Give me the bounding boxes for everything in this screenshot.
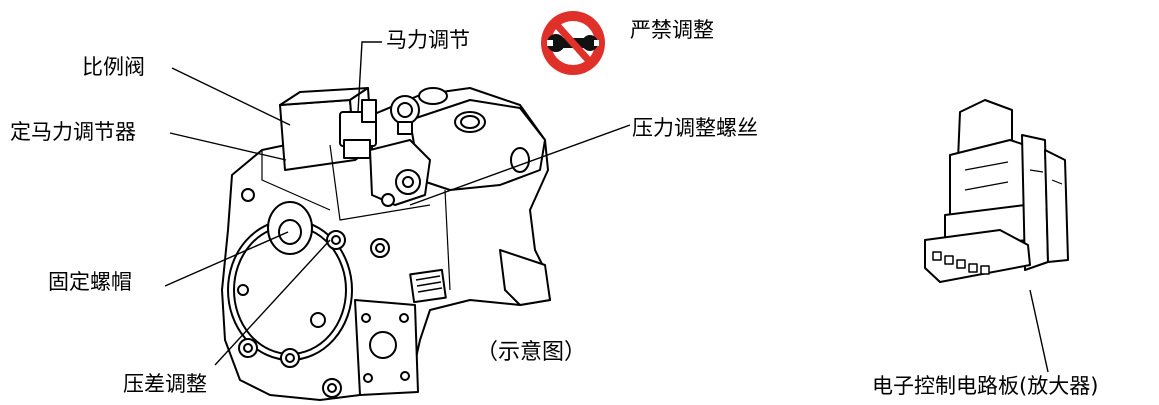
- label-forbidden-adjust: 严禁调整: [630, 18, 714, 42]
- leader-pressure-adjust-screw: [409, 124, 631, 206]
- label-horsepower-adjust: 马力调节: [386, 28, 470, 52]
- label-fixing-nut: 固定螺帽: [48, 270, 132, 294]
- no-wrench-prohibition-icon: [541, 11, 605, 75]
- electronic-board-drawing: [924, 99, 1069, 283]
- label-schematic-note: （示意图）: [476, 340, 587, 365]
- label-differential-pressure-adjust: 压差调整: [123, 372, 207, 396]
- leader-electronic-board: [1029, 289, 1049, 373]
- label-pressure-adjust-screw: 压力调整螺丝: [632, 116, 758, 140]
- pump-body-drawing: [221, 87, 551, 401]
- leader-proportional-valve: [171, 67, 291, 126]
- label-constant-power-regulator: 定马力调节器: [10, 120, 136, 144]
- label-electronic-board: 电子控制电路板(放大器): [872, 374, 1099, 398]
- leader-lines: [164, 41, 1049, 373]
- leader-horsepower-adjust: [357, 41, 382, 113]
- leader-constant-power-regulator: [169, 132, 287, 161]
- leader-fixing-nut: [164, 231, 289, 287]
- leader-differential-pressure: [214, 239, 331, 366]
- label-proportional-valve: 比例阀: [82, 55, 145, 79]
